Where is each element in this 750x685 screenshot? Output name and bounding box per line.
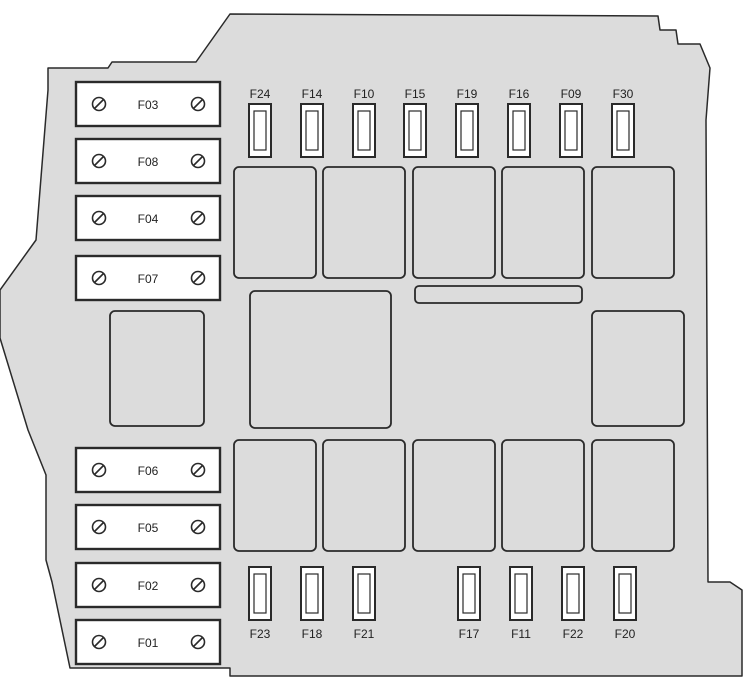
relay-slot [233,166,317,279]
fuse-label: F14 [302,87,323,101]
fuse-f23: F23 [248,566,272,641]
slotted-screw-icon [190,270,206,286]
fuse-label: F01 [138,636,159,650]
fuse-label: F06 [138,464,159,478]
fuse-label: F03 [138,98,159,112]
fuse-label: F08 [138,155,159,169]
fuse-f10: F10 [352,87,376,158]
fuse-f30: F30 [611,87,635,158]
fuse-f18: F18 [300,566,324,641]
slotted-screw-icon [91,462,107,478]
slotted-screw-icon [91,519,107,535]
fuse-f03: F03 [74,80,222,128]
fuse-label: F16 [509,87,530,101]
fuse-f22: F22 [561,566,585,641]
relay-slot [322,439,406,552]
slotted-screw-icon [91,634,107,650]
slotted-screw-icon [91,210,107,226]
slotted-screw-icon [190,577,206,593]
fuse-label: F23 [250,627,271,641]
slotted-screw-icon [190,634,206,650]
relay-slot [412,439,496,552]
relay-slot-right [591,310,685,427]
slotted-screw-icon [91,270,107,286]
fuse-f24: F24 [248,87,272,158]
fuse-label: F22 [563,627,584,641]
fuse-f06: F06 [74,446,222,494]
fuse-label: F24 [250,87,271,101]
fuse-label: F05 [138,521,159,535]
fuse-label: F30 [613,87,634,101]
fuse-label: F02 [138,579,159,593]
fuse-label: F20 [615,627,636,641]
slotted-screw-icon [91,577,107,593]
fuse-label: F15 [405,87,426,101]
fuse-f14: F14 [300,87,324,158]
relay-slot [501,166,585,279]
slotted-screw-icon [190,210,206,226]
fuse-label: F18 [302,627,323,641]
fuse-f05: F05 [74,503,222,551]
fuse-f21: F21 [352,566,376,641]
slotted-screw-icon [190,96,206,112]
fuse-f04: F04 [74,194,222,242]
fuse-f17: F17 [457,566,481,641]
fuse-f09: F09 [559,87,583,158]
fuse-label: F10 [354,87,375,101]
slotted-screw-icon [190,519,206,535]
fuse-label: F17 [459,627,480,641]
slotted-screw-icon [91,153,107,169]
slotted-screw-icon [190,462,206,478]
relay-slot [233,439,317,552]
relay-slot [501,439,585,552]
fuse-f11: F11 [509,566,533,641]
fuse-f15: F15 [403,87,427,158]
fuse-f20: F20 [613,566,637,641]
relay-slot [412,166,496,279]
fuse-f16: F16 [507,87,531,158]
fuse-f01: F01 [74,618,222,666]
relay-slot [591,166,675,279]
relay-slot [322,166,406,279]
fuse-label: F11 [511,627,531,641]
fuse-f19: F19 [455,87,479,158]
fuse-label: F04 [138,212,159,226]
fuse-f02: F02 [74,561,222,609]
slotted-screw-icon [190,153,206,169]
fuse-label: F19 [457,87,478,101]
relay-row-top [233,166,675,279]
fuse-f07: F07 [74,254,222,302]
relay-slot-center-large [249,290,392,429]
fuse-label: F21 [354,627,375,641]
fuse-label: F07 [138,272,159,286]
relay-slot-left [109,310,205,427]
slotted-screw-icon [91,96,107,112]
fuse-label: F09 [561,87,582,101]
relay-row-bottom [233,439,675,552]
relay-slot [591,439,675,552]
fuse-f08: F08 [74,137,222,185]
connector-strip [414,285,583,304]
